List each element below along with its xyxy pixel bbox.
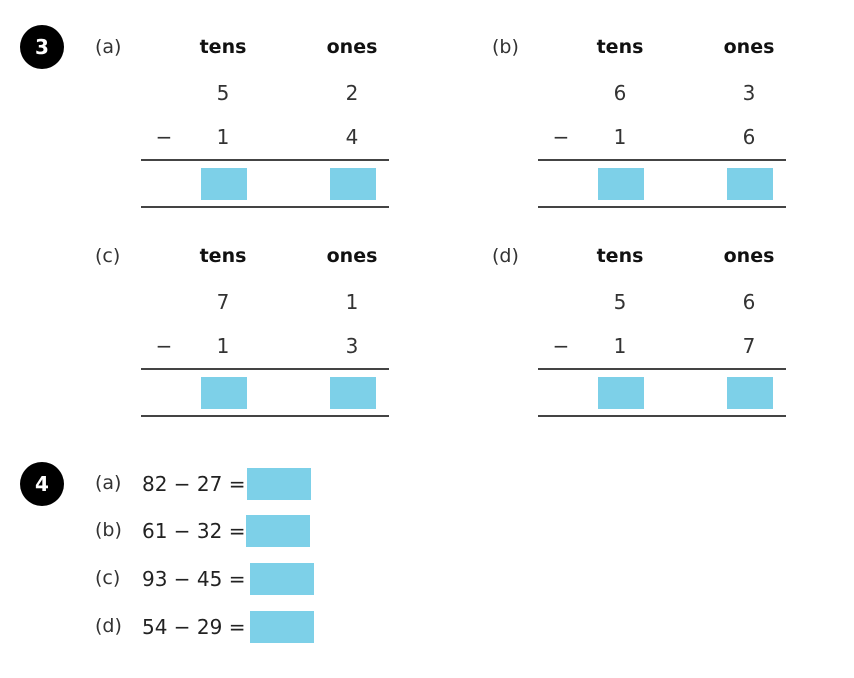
problem-d-bottom-ones: 7 [742, 334, 756, 358]
problem-c-bottom-tens: 1 [216, 334, 230, 358]
problem-a-answer-tens-box[interactable] [201, 168, 247, 200]
q4-item-d-label: (d) [95, 615, 122, 637]
problem-d-bottom-tens: 1 [613, 334, 627, 358]
q4-item-b-label: (b) [95, 519, 122, 541]
problem-b-minus-sign: − [552, 125, 570, 149]
problem-d-answer-ones-box[interactable] [727, 377, 773, 409]
problem-c-answer-ones-box[interactable] [330, 377, 376, 409]
problem-b-bottom-ones: 6 [742, 125, 756, 149]
q4-item-b-equation: 61 − 32 = [142, 519, 246, 543]
problem-b-top-ones: 3 [742, 81, 756, 105]
problem-b-answer-tens-box[interactable] [598, 168, 644, 200]
problem-d-top-rule [538, 368, 786, 370]
problem-c-bottom-rule [141, 415, 389, 417]
problem-c-header-tens: tens [199, 245, 247, 267]
problem-a-answer-ones-box[interactable] [330, 168, 376, 200]
q4-item-c-equation: 93 − 45 = [142, 567, 246, 591]
problem-c-header-ones: ones [326, 245, 378, 267]
question-4-badge: 4 [20, 462, 64, 506]
problem-b-answer-ones-box[interactable] [727, 168, 773, 200]
question-3-badge: 3 [20, 25, 64, 69]
problem-b-bottom-rule [538, 206, 786, 208]
problem-c-bottom-ones: 3 [345, 334, 359, 358]
problem-b-header-tens: tens [596, 36, 644, 58]
problem-b-bottom-tens: 1 [613, 125, 627, 149]
problem-c-label: (c) [95, 245, 121, 267]
q4-item-b-answer-box[interactable] [246, 515, 310, 547]
problem-c-top-tens: 7 [216, 290, 230, 314]
problem-d-bottom-rule [538, 415, 786, 417]
problem-a-top-ones: 2 [345, 81, 359, 105]
q4-item-a-label: (a) [95, 472, 122, 494]
problem-b-header-ones: ones [723, 36, 775, 58]
problem-d-header-tens: tens [596, 245, 644, 267]
problem-a-top-tens: 5 [216, 81, 230, 105]
problem-a-bottom-tens: 1 [216, 125, 230, 149]
problem-a-label: (a) [95, 36, 122, 58]
problem-c-answer-tens-box[interactable] [201, 377, 247, 409]
problem-a-header-tens: tens [199, 36, 247, 58]
problem-d-minus-sign: − [552, 334, 570, 358]
problem-d-label: (d) [492, 245, 519, 267]
problem-d-top-ones: 6 [742, 290, 756, 314]
q4-item-c-answer-box[interactable] [250, 563, 314, 595]
problem-a-bottom-rule [141, 206, 389, 208]
q4-item-c-label: (c) [95, 567, 121, 589]
problem-a-header-ones: ones [326, 36, 378, 58]
problem-d-answer-tens-box[interactable] [598, 377, 644, 409]
problem-d-top-tens: 5 [613, 290, 627, 314]
q4-item-d-answer-box[interactable] [250, 611, 314, 643]
problem-a-minus-sign: − [155, 125, 173, 149]
problem-c-top-ones: 1 [345, 290, 359, 314]
problem-b-top-tens: 6 [613, 81, 627, 105]
problem-a-bottom-ones: 4 [345, 125, 359, 149]
problem-b-label: (b) [492, 36, 519, 58]
q4-item-a-answer-box[interactable] [247, 468, 311, 500]
q4-item-a-equation: 82 − 27 = [142, 472, 246, 496]
problem-d-header-ones: ones [723, 245, 775, 267]
problem-b-top-rule [538, 159, 786, 161]
problem-c-minus-sign: − [155, 334, 173, 358]
q4-item-d-equation: 54 − 29 = [142, 615, 246, 639]
problem-c-top-rule [141, 368, 389, 370]
problem-a-top-rule [141, 159, 389, 161]
